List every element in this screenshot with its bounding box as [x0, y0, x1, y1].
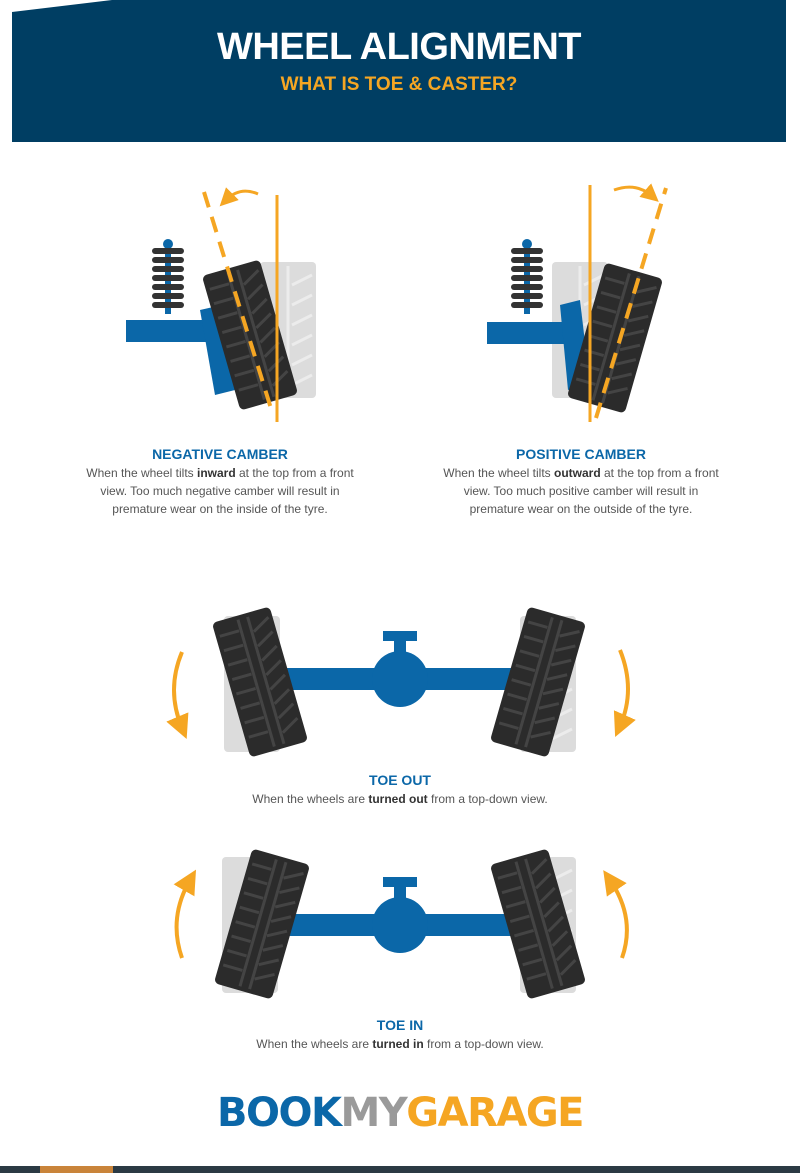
toe-out-caption: TOE OUT When the wheels are turned out f…	[150, 770, 650, 808]
caption-text: When the wheels are	[252, 792, 369, 806]
section-title: TOE IN	[376, 1017, 424, 1033]
bottom-bar	[0, 1166, 800, 1173]
page-title: WHEEL ALIGNMENT	[216, 26, 582, 68]
control-arm	[487, 322, 577, 344]
caption-text: When the wheel tilts	[443, 466, 554, 480]
page-subtitle: WHAT IS TOE & CASTER?	[280, 74, 518, 95]
rotate-arrow-icon	[166, 651, 189, 740]
section-title: NEGATIVE CAMBER	[152, 446, 288, 462]
caption-text: from a top-down view.	[423, 1037, 544, 1051]
positive-camber-caption: POSITIVE CAMBER When the wheel tilts out…	[436, 444, 726, 518]
caption-emphasis: turned in	[372, 1037, 424, 1051]
knuckle	[200, 305, 235, 395]
differential	[372, 651, 428, 707]
rotate-arrow-icon	[613, 649, 636, 737]
bottom-bar-accent	[40, 1166, 113, 1173]
caption-text: When the wheels are	[256, 1037, 373, 1051]
toe-out-illustration	[166, 604, 636, 760]
section-title: TOE OUT	[369, 772, 431, 788]
caption-text: from a top-down view.	[427, 792, 548, 806]
camber-angle-line	[202, 191, 275, 416]
caption-text: at the top from a front view. Too much p…	[463, 466, 719, 516]
tilt-arrow-icon	[219, 187, 259, 207]
caption-text: at the top from a front view. Too much n…	[100, 466, 354, 516]
suspension-spring	[152, 239, 184, 314]
camber-angle-line	[594, 187, 668, 419]
bookmygarage-logo: BOOKMYGARAGE	[0, 1090, 800, 1136]
suspension-spring	[511, 239, 543, 314]
caption-emphasis: outward	[553, 466, 601, 480]
caption-emphasis: turned out	[368, 792, 428, 806]
logo-my: MY	[340, 1090, 408, 1136]
logo-book: BOOK	[217, 1090, 342, 1136]
toe-in-illustration	[173, 846, 629, 1002]
tilt-arrow-icon	[613, 183, 659, 202]
positive-camber-illustration	[487, 183, 668, 422]
header-banner: WHEEL ALIGNMENT WHAT IS TOE & CASTER?	[12, 0, 786, 142]
negative-camber-caption: NEGATIVE CAMBER When the wheel tilts inw…	[80, 444, 360, 518]
control-arm	[126, 320, 221, 342]
caption-emphasis: inward	[196, 466, 236, 480]
logo-garage: GARAGE	[406, 1090, 584, 1136]
caption-text: When the wheel tilts	[86, 466, 197, 480]
section-title: POSITIVE CAMBER	[516, 446, 646, 462]
toe-in-caption: TOE IN When the wheels are turned in fro…	[150, 1015, 650, 1053]
rotate-arrow-icon	[173, 869, 197, 959]
differential	[372, 897, 428, 953]
negative-camber-illustration	[126, 187, 318, 422]
rotate-arrow-icon	[603, 870, 629, 959]
